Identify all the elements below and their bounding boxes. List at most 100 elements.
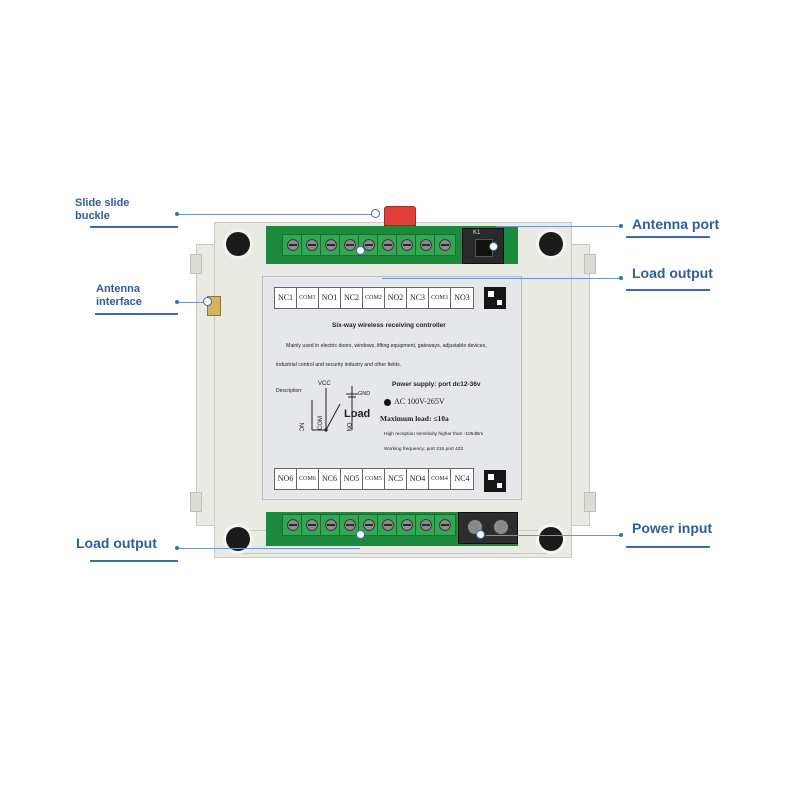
bar-slide-buckle xyxy=(90,226,178,228)
pin-label: COM3 xyxy=(429,288,451,308)
screw-icon xyxy=(363,519,375,531)
leader-antenna-port xyxy=(496,226,620,227)
screw-icon xyxy=(420,239,432,251)
bottom-qr-code xyxy=(484,470,506,492)
screw-icon xyxy=(401,239,413,251)
callout-load-output-top: Load output xyxy=(632,265,713,281)
tick-antenna-interface xyxy=(175,300,179,304)
right-clip-top xyxy=(584,254,596,274)
slide-buckle-clip[interactable] xyxy=(384,206,416,226)
dot-antenna-interface xyxy=(203,297,212,306)
diagram-no-label: NO xyxy=(347,422,354,432)
leader-load-output-top xyxy=(382,278,620,279)
screw-icon xyxy=(287,519,299,531)
spec-ac-range: AC 100V-265V xyxy=(394,397,445,406)
dot-power-input xyxy=(476,530,485,539)
screw-icon xyxy=(439,519,451,531)
pin-label: COM6 xyxy=(297,469,319,489)
top-terminal-block xyxy=(282,234,456,258)
pin-label: NC6 xyxy=(319,469,341,489)
pin-label: COM5 xyxy=(363,469,385,489)
screw-icon xyxy=(363,239,375,251)
screw-icon xyxy=(306,519,318,531)
left-clip-top xyxy=(190,254,202,274)
diagram-vcc-label: VCC xyxy=(318,381,331,387)
spec-frequency: Working frequency: port 315 port 433 xyxy=(384,447,464,452)
screw-icon xyxy=(344,519,356,531)
ac-bullet-icon xyxy=(384,399,391,406)
callout-power-input: Power input xyxy=(632,520,713,536)
wiring-diagram xyxy=(311,386,358,432)
sticker-title: Six-way wireless receiving controller xyxy=(332,322,446,329)
screw-terminal[interactable] xyxy=(434,514,456,536)
screw-terminal[interactable] xyxy=(377,514,399,536)
bar-power-input xyxy=(626,546,710,548)
callout-antenna-port: Antenna port xyxy=(632,216,720,232)
power-input-terminal[interactable] xyxy=(458,512,518,544)
screw-terminal[interactable] xyxy=(415,234,437,256)
screw-icon xyxy=(325,519,337,531)
mount-hole-top-left xyxy=(226,232,250,256)
antenna-chip-label: K1 xyxy=(473,230,481,236)
spec-sensitivity: High reception sensitivity higher than -… xyxy=(384,432,484,437)
screw-icon xyxy=(439,239,451,251)
screw-terminal[interactable] xyxy=(396,234,418,256)
diagram-com-label: COM xyxy=(318,416,324,430)
sticker-description-1: Mainly used in electric doors, windows, … xyxy=(286,343,487,349)
screw-icon xyxy=(325,239,337,251)
leader-slide-buckle xyxy=(178,214,376,215)
screw-icon xyxy=(344,239,356,251)
dot-antenna-port xyxy=(489,242,498,251)
bar-load-output-bottom xyxy=(90,560,178,562)
left-clip-bottom xyxy=(190,492,202,512)
mount-hole-top-right xyxy=(539,232,563,256)
pin-label: NC5 xyxy=(385,469,407,489)
dot-slide-buckle xyxy=(371,209,380,218)
tick-load-output-bottom xyxy=(175,546,179,550)
screw-icon xyxy=(306,239,318,251)
pin-label: NO3 xyxy=(454,293,470,302)
screw-terminal[interactable] xyxy=(415,514,437,536)
pin-label: COM1 xyxy=(297,288,319,308)
tick-slide-buckle xyxy=(175,212,179,216)
pin-label: NO2 xyxy=(385,288,407,308)
right-clip-bottom xyxy=(584,492,596,512)
label-sticker xyxy=(262,276,522,500)
pin-label: NC2 xyxy=(341,288,363,308)
diagram-load-label: Load xyxy=(344,408,371,420)
tick-power-input xyxy=(619,533,623,537)
leader-power-input xyxy=(486,535,620,536)
power-screw-2 xyxy=(493,519,509,535)
pin-label: NO4 xyxy=(407,469,429,489)
tick-load-output-top xyxy=(619,276,623,280)
pin-label: NO1 xyxy=(319,288,341,308)
pin-label: NO6 xyxy=(275,469,297,489)
callout-antenna-interface: Antenna interface xyxy=(96,283,142,308)
antenna-port-module[interactable]: K1 xyxy=(462,228,504,264)
leader-antenna-interface xyxy=(178,302,208,303)
spec-power-supply: Power supply: port dc12-36v xyxy=(392,381,481,388)
top-qr-code xyxy=(484,287,506,309)
screw-icon xyxy=(382,239,394,251)
tick-antenna-port xyxy=(619,224,623,228)
leader-load-output-bottom xyxy=(178,548,360,549)
screw-icon xyxy=(287,239,299,251)
diagram-gnd-label: GND xyxy=(358,391,371,397)
screw-terminal[interactable] xyxy=(434,234,456,256)
dot-load-output-bottom xyxy=(356,530,365,539)
bar-load-output-top xyxy=(626,289,710,291)
screw-terminal[interactable] xyxy=(282,234,304,256)
screw-icon xyxy=(420,519,432,531)
callout-slide-buckle: Slide slide buckle xyxy=(75,197,130,222)
pin-label: NO5 xyxy=(341,469,363,489)
pin-label: COM4 xyxy=(429,469,451,489)
screw-terminal[interactable] xyxy=(320,514,342,536)
bar-antenna-port xyxy=(626,236,710,238)
sticker-description-2: industrial control and security industry… xyxy=(276,362,402,368)
screw-icon xyxy=(382,519,394,531)
diagram-nc-label: NC xyxy=(297,422,304,432)
callout-load-output-bottom: Load output xyxy=(76,535,157,551)
screw-terminal[interactable] xyxy=(396,514,418,536)
pin-label: NC1 xyxy=(275,288,297,308)
